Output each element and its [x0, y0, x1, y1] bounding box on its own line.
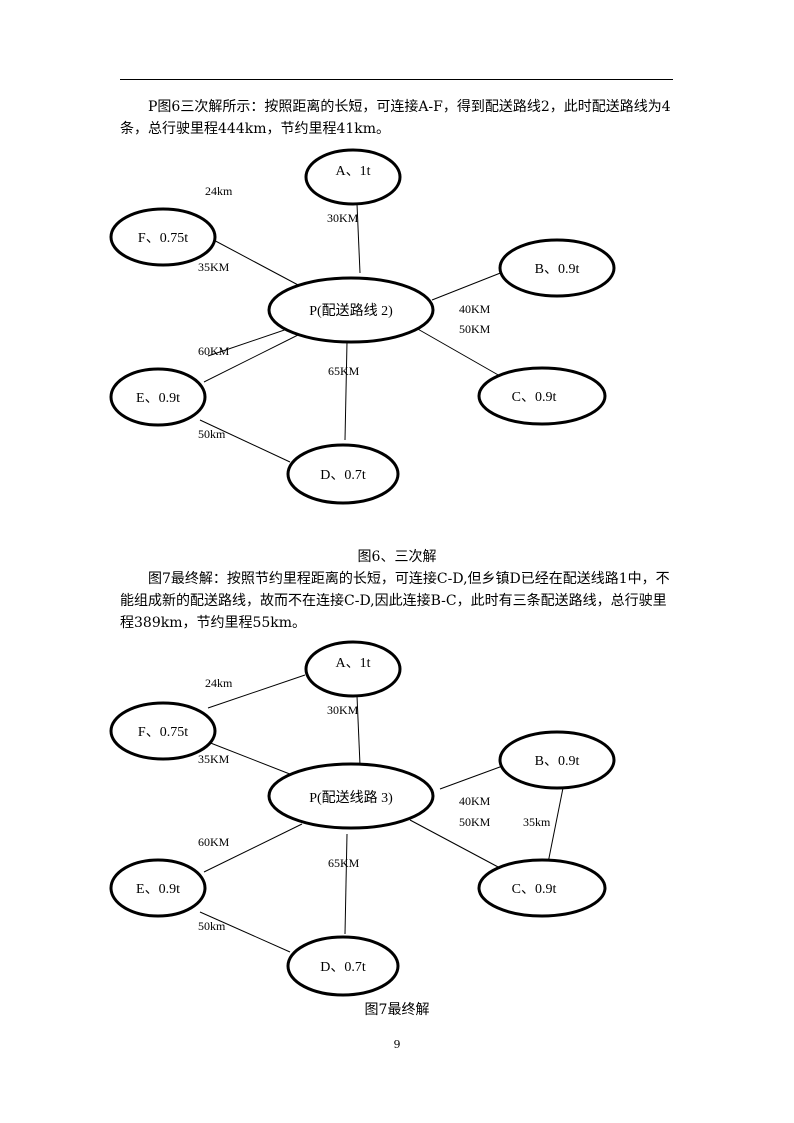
edge-a-f-label: 24km	[205, 184, 233, 198]
edge-f-p	[207, 236, 301, 287]
edge-e-d-label: 50km	[198, 919, 226, 933]
node-d-label: D、0.7t	[320, 960, 366, 975]
edge-a-p	[356, 203, 361, 274]
node-c	[477, 858, 607, 918]
node-f-label: F、0.75t	[138, 231, 188, 246]
node-p-label: P(配送路线 2)	[309, 303, 393, 319]
node-d	[286, 443, 400, 505]
edge-e-p	[203, 332, 303, 383]
node-e-label: E、0.9t	[136, 391, 180, 406]
edge-e-p-label: 60KM	[198, 344, 230, 358]
edge-d-p-label: 65KM	[328, 856, 360, 870]
edge-c-p	[409, 819, 501, 869]
paragraph-2: 图7最终解：按照节约里程距离的长短，可连接C-D,但乡镇D已经在配送线路1中，不…	[120, 571, 670, 631]
node-b	[498, 238, 616, 298]
node-d-label: D、0.7t	[320, 468, 366, 483]
edge-b-p-label: 40KM	[459, 302, 491, 316]
node-b-label: B、0.9t	[535, 754, 580, 769]
node-c	[477, 366, 607, 426]
node-a-label: A、1t	[336, 164, 371, 179]
edge-d-p	[344, 341, 348, 441]
node-e	[109, 367, 207, 427]
node-f	[109, 701, 217, 761]
node-e-label: E、0.9t	[136, 882, 180, 897]
node-d	[286, 935, 400, 997]
edge-e-p-label: 60KM	[198, 835, 230, 849]
figure-6-caption: 图6、三次解	[357, 549, 437, 565]
node-f-label: F、0.75t	[138, 725, 188, 740]
edge-a-p	[356, 695, 361, 766]
node-p	[267, 762, 435, 830]
edge-a-p-label: 30KM	[327, 703, 359, 717]
node-b	[498, 730, 616, 790]
edge-a-f-label: 24km	[205, 676, 233, 690]
edge-e-p	[203, 823, 303, 873]
node-p	[267, 276, 435, 344]
edge-f-p	[207, 741, 301, 779]
edge-a-f	[207, 674, 306, 709]
figure-7-caption: 图7最终解	[364, 1002, 430, 1018]
edge-b-c-label: 35km	[523, 815, 551, 829]
node-c-label: C、0.9t	[512, 882, 557, 897]
node-p-label: P(配送线路 3)	[309, 790, 393, 806]
edge-d-p-label: 65KM	[328, 364, 360, 378]
edge-f-p-label: 35KM	[198, 752, 230, 766]
edge-a-p-label: 30KM	[327, 211, 359, 225]
paragraph-1: P图6三次解所示：按照距离的长短，可连接A-F，得到配送路线2，此时配送路线为4…	[120, 99, 671, 137]
node-a	[304, 148, 402, 206]
figure-6-diagram: A、1t F、0.75t B、0.9t P(配送路线 2) E、0.9t C、0…	[109, 148, 616, 505]
edge-c-p-label: 50KM	[459, 815, 491, 829]
node-e	[109, 858, 207, 918]
page-number: 9	[393, 1038, 401, 1051]
node-c-label: C、0.9t	[512, 390, 557, 405]
edge-b-c	[547, 787, 564, 864]
node-a	[304, 640, 402, 698]
header-rule	[120, 79, 673, 80]
edge-f-p-label: 35KM	[198, 260, 230, 274]
edge-e-d-label: 50km	[198, 427, 226, 441]
edge-c-p	[415, 327, 501, 377]
node-b-label: B、0.9t	[535, 262, 580, 277]
edge-b-p-label: 40KM	[459, 794, 491, 808]
edge-b-p	[431, 269, 509, 301]
edge-e-d	[199, 419, 291, 463]
node-f	[109, 207, 217, 267]
edge-d-p	[344, 833, 348, 935]
edge-b-p	[439, 763, 509, 790]
edge-e-d	[199, 911, 291, 953]
edge-c-p-label: 50KM	[459, 322, 491, 336]
node-a-label: A、1t	[336, 656, 371, 671]
figure-7-diagram: A、1t F、0.75t B、0.9t P(配送线路 3) E、0.9t C、0…	[109, 640, 616, 997]
